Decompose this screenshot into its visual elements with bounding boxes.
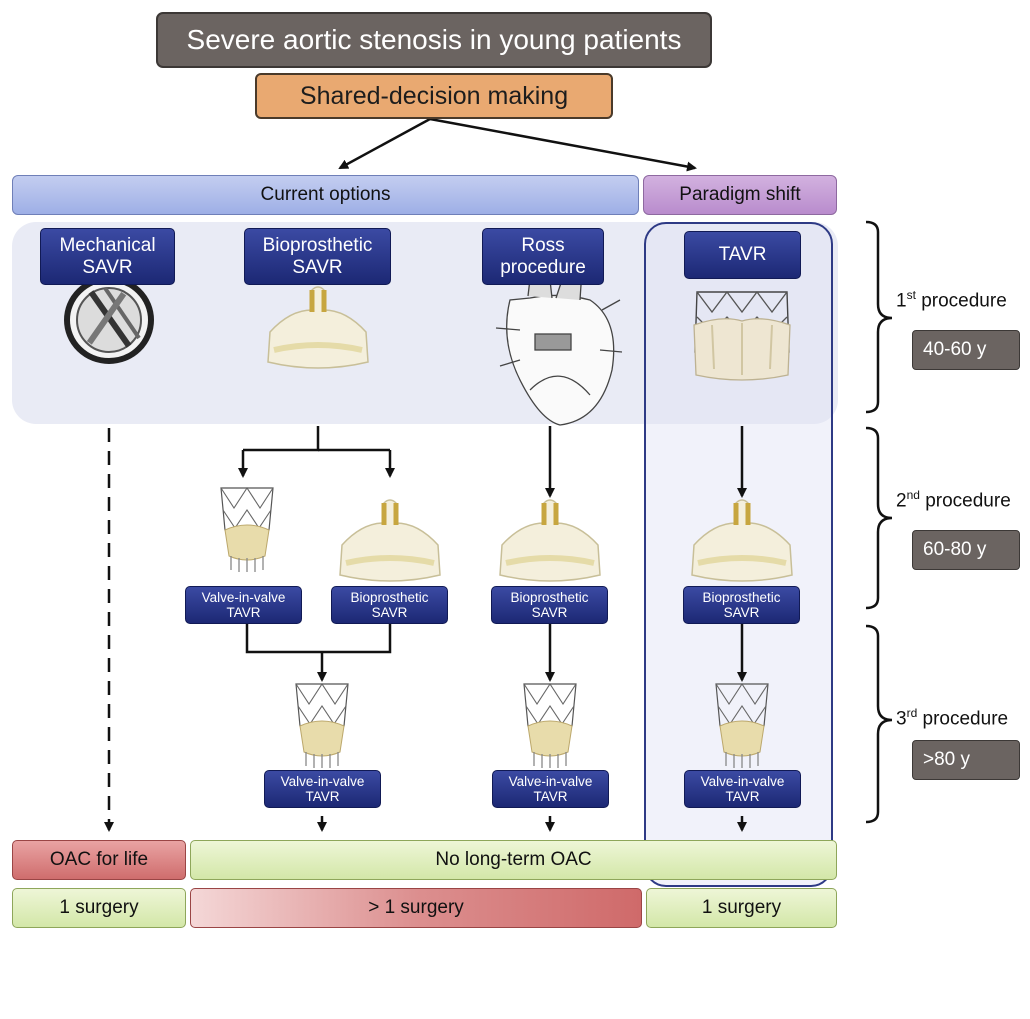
tavr-valve-image-viv-center xyxy=(295,682,349,768)
no-long-term-oac-box: No long-term OAC xyxy=(190,840,837,880)
procedure-text: procedure xyxy=(917,708,1009,730)
mechanical-savr-line2: SAVR xyxy=(82,256,133,278)
mechanical-savr-line1: Mechanical xyxy=(59,235,156,257)
brace-third-procedure xyxy=(865,624,893,824)
bioprosthetic-branch-line xyxy=(243,426,320,452)
viv-tavr-line1: Valve-in-valve xyxy=(508,773,593,789)
second-procedure-label: 2nd procedure xyxy=(896,488,1011,512)
viv-tavr-label-third-b: Valve-in-valve TAVR xyxy=(492,770,609,808)
bio-savr-line1: Bioprosthetic xyxy=(350,589,429,605)
oac-for-life-box: OAC for life xyxy=(12,840,186,880)
bioprosthetic-savr-line1: Bioprosthetic xyxy=(262,235,373,257)
merge-line xyxy=(245,624,392,654)
procedure-ordinal: rd xyxy=(906,706,918,720)
mechanical-savr-label: Mechanical SAVR xyxy=(40,228,175,285)
first-procedure-label: 1st procedure xyxy=(896,288,1007,312)
bioprosthetic-valve-image-second-c xyxy=(691,499,793,582)
bio-savr-label-second-b: Bioprosthetic SAVR xyxy=(491,586,608,624)
one-surgery-right-box: 1 surgery xyxy=(646,888,837,928)
bio-savr-line1: Bioprosthetic xyxy=(510,589,589,605)
mechanical-valve-image xyxy=(64,276,154,364)
third-procedure-age: >80 y xyxy=(912,740,1020,780)
second-procedure-age: 60-80 y xyxy=(912,530,1020,570)
bioprosthetic-valve-image-second-b xyxy=(499,499,601,582)
bioprosthetic-savr-line2: SAVR xyxy=(292,256,343,278)
ross-procedure-line1: Ross xyxy=(521,235,565,257)
third-procedure-label: 3rd procedure xyxy=(896,706,1008,730)
bio-savr-line1: Bioprosthetic xyxy=(702,589,781,605)
ross-procedure-line2: procedure xyxy=(500,256,586,278)
bio-savr-line2: SAVR xyxy=(371,605,408,620)
brace-second-procedure xyxy=(865,426,893,610)
procedure-text: procedure xyxy=(919,490,1011,512)
viv-tavr-line1: Valve-in-valve xyxy=(280,773,365,789)
viv-tavr-label-third-c: Valve-in-valve TAVR xyxy=(684,770,801,808)
ross-procedure-label: Ross procedure xyxy=(482,228,604,285)
brace-first-procedure xyxy=(865,220,893,414)
arrow-to-current-options xyxy=(338,117,431,170)
paradigm-shift-bar: Paradigm shift xyxy=(643,175,837,215)
tavr-label: TAVR xyxy=(684,231,801,279)
tavr-valve-image-viv-left xyxy=(220,486,274,572)
viv-tavr-label-second: Valve-in-valve TAVR xyxy=(185,586,302,624)
more-than-one-surgery-box: > 1 surgery xyxy=(190,888,642,928)
tavr-valve-image-viv-tavr xyxy=(715,682,769,768)
procedure-number: 2 xyxy=(896,490,907,512)
viv-tavr-line2: TAVR xyxy=(305,789,340,804)
bio-savr-label-second-c: Bioprosthetic SAVR xyxy=(683,586,800,624)
first-procedure-age: 40-60 y xyxy=(912,330,1020,370)
viv-tavr-line1: Valve-in-valve xyxy=(201,589,286,605)
bio-savr-label-second-a: Bioprosthetic SAVR xyxy=(331,586,448,624)
bio-savr-line2: SAVR xyxy=(531,605,568,620)
viv-tavr-line2: TAVR xyxy=(226,605,261,620)
tavr-valve-image-viv-ross xyxy=(523,682,577,768)
viv-tavr-line2: TAVR xyxy=(533,789,568,804)
viv-tavr-line2: TAVR xyxy=(725,789,760,804)
bioprosthetic-savr-label: Bioprosthetic SAVR xyxy=(244,228,391,285)
bioprosthetic-valve-image-second-a xyxy=(339,499,441,582)
current-options-bar: Current options xyxy=(12,175,639,215)
procedure-number: 1 xyxy=(896,290,907,312)
shared-decision-box: Shared-decision making xyxy=(255,73,613,119)
procedure-ordinal: nd xyxy=(906,488,920,502)
bioprosthetic-valve-image-first xyxy=(267,286,369,369)
arrow-to-paradigm-shift xyxy=(429,117,697,172)
procedure-number: 3 xyxy=(896,708,907,730)
viv-tavr-label-third-a: Valve-in-valve TAVR xyxy=(264,770,381,808)
tavr-valve-image-first xyxy=(693,290,791,381)
procedure-ordinal: st xyxy=(906,288,916,302)
diagram-title: Severe aortic stenosis in young patients xyxy=(156,12,712,68)
one-surgery-left-box: 1 surgery xyxy=(12,888,186,928)
viv-tavr-line1: Valve-in-valve xyxy=(700,773,785,789)
procedure-text: procedure xyxy=(915,290,1007,312)
bio-savr-line2: SAVR xyxy=(723,605,760,620)
